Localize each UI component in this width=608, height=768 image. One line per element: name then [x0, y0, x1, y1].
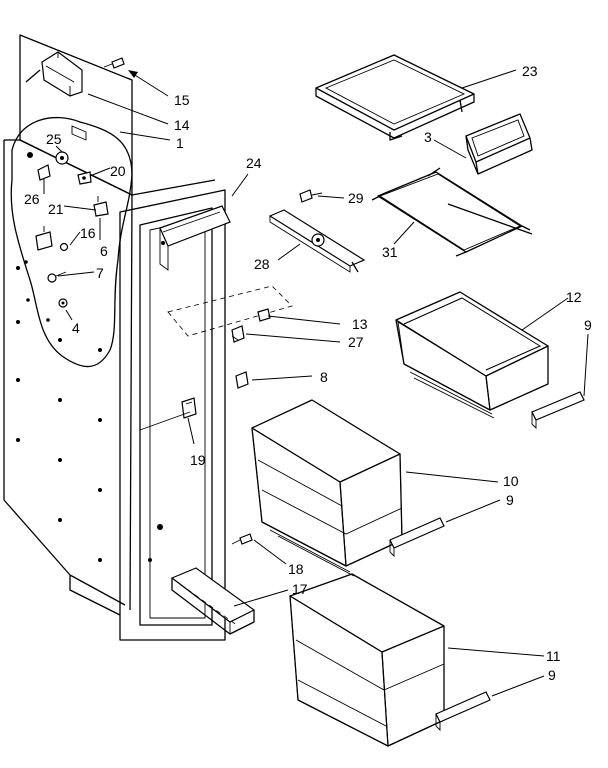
trim-9-bottom — [435, 691, 491, 732]
clip-27 — [231, 325, 245, 343]
callout-17: 17 — [292, 581, 308, 597]
callout-9-bottom: 9 — [548, 667, 556, 683]
bracket-6 — [93, 196, 109, 217]
bracket-21 — [35, 226, 53, 251]
callout-12: 12 — [566, 289, 582, 305]
callout-23: 23 — [522, 63, 538, 79]
cover-3 — [465, 113, 533, 175]
shelf-23 — [315, 54, 475, 141]
callout-9-top: 9 — [584, 317, 592, 333]
cover-24 — [159, 205, 231, 271]
leader-lines — [43, 69, 589, 697]
fastener-26 — [37, 164, 51, 181]
bracket-14 — [25, 51, 83, 97]
callout-26: 26 — [24, 191, 40, 207]
screw-18 — [231, 533, 253, 545]
callout-29: 29 — [348, 190, 364, 206]
callout-21: 21 — [48, 201, 64, 217]
callout-15: 15 — [174, 92, 190, 108]
cutaway-inset — [10, 116, 133, 368]
callout-8: 8 — [320, 369, 328, 385]
callout-11: 11 — [546, 648, 561, 664]
callout-27: 27 — [348, 334, 364, 350]
support-28 — [268, 209, 366, 273]
wire-shelf-31 — [371, 167, 533, 257]
panel-13 — [167, 285, 293, 337]
callout-4: 4 — [72, 320, 80, 336]
clip-7 — [47, 271, 67, 283]
screw-29 — [299, 189, 323, 203]
freezer-liner — [3, 34, 226, 641]
screw-4 — [58, 298, 68, 308]
callout-14: 14 — [174, 117, 190, 133]
callout-25: 25 — [46, 131, 62, 147]
basket-12 — [395, 291, 549, 419]
callout-9-middle: 9 — [506, 492, 514, 508]
clip-8 — [235, 371, 249, 389]
basket-11 — [289, 573, 445, 747]
screw-15 — [103, 57, 125, 69]
fastener-25 — [55, 151, 69, 165]
liner-holes — [16, 241, 165, 562]
callout-labels: 23 3 15 14 1 25 20 26 21 16 6 7 4 24 29 … — [24, 63, 592, 683]
trim-17 — [170, 567, 256, 635]
screw-16 — [59, 242, 69, 252]
callout-10: 10 — [503, 473, 519, 489]
callout-7: 7 — [96, 265, 104, 281]
callout-6: 6 — [100, 243, 108, 259]
switch-19 — [139, 397, 197, 431]
callout-1: 1 — [176, 135, 184, 151]
callout-19: 19 — [190, 452, 206, 468]
trim-9-middle — [389, 517, 445, 558]
callout-13: 13 — [352, 316, 368, 332]
callout-31: 31 — [382, 244, 398, 260]
basket-10 — [251, 399, 403, 577]
trim-9-top — [531, 391, 585, 430]
callout-16: 16 — [80, 225, 96, 241]
callout-3: 3 — [424, 129, 432, 145]
callout-28: 28 — [254, 256, 270, 272]
callout-24: 24 — [246, 155, 262, 171]
fastener-20 — [77, 171, 92, 185]
callout-18: 18 — [288, 561, 304, 577]
callout-20: 20 — [110, 163, 126, 179]
